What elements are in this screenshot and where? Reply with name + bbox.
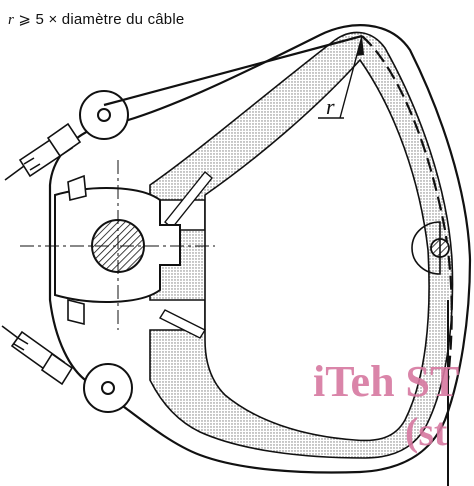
guide-roller-bracket (411, 221, 441, 275)
watermark-line-1: iTeh ST (313, 357, 460, 406)
cable-guide-dashed (361, 35, 453, 381)
cable-upper (103, 34, 363, 107)
caption-radius-symbol: r (8, 12, 15, 28)
lower-tension-bolt (1, 298, 85, 386)
radius-requirement-caption: r ⩾ 5 × diamètre du câble (8, 10, 184, 29)
watermark-line-2: (st (405, 409, 448, 454)
upper-tension-bolt (4, 122, 87, 201)
caption-text: ⩾ 5 × diamètre du câble (14, 11, 185, 28)
inner-window (204, 58, 430, 442)
lower-pulley-pin (101, 381, 115, 395)
radius-label: r (326, 94, 335, 119)
upper-pulley-pin (97, 108, 111, 122)
radius-arrowhead (356, 36, 364, 56)
lower-slot (158, 309, 207, 339)
